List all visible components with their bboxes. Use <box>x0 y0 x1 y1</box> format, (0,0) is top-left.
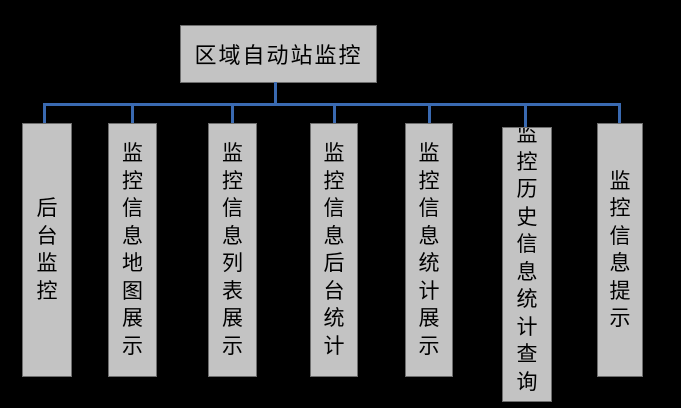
node-label: 监控信息统计展示 <box>418 141 440 358</box>
connector-drop-4 <box>333 103 336 124</box>
node-root: 区域自动站监控 <box>180 25 377 83</box>
node-label: 监控历史信息统计查询 <box>516 127 538 394</box>
node-backend-monitoring: 后台监控 <box>22 123 72 377</box>
node-label: 监控信息地图展示 <box>121 141 143 358</box>
connector-drop-6 <box>524 103 527 128</box>
node-backend-statistics: 监控信息后台统计 <box>310 123 358 377</box>
node-label: 后台监控 <box>36 196 58 303</box>
node-label: 监控信息列表展示 <box>221 141 243 358</box>
node-label: 监控信息提示 <box>609 168 631 331</box>
connector-horizontal <box>44 103 621 106</box>
connector-drop-7 <box>618 103 621 124</box>
connector-drop-1 <box>43 103 46 124</box>
node-list-display: 监控信息列表展示 <box>208 123 257 377</box>
connector-drop-3 <box>231 103 234 124</box>
node-map-display: 监控信息地图展示 <box>108 123 157 377</box>
node-root-label: 区域自动站监控 <box>194 43 363 68</box>
node-info-prompt: 监控信息提示 <box>597 123 643 377</box>
node-history-statistics-query: 监控历史信息统计查询 <box>502 127 552 402</box>
connector-drop-5 <box>428 103 431 124</box>
connector-drop-2 <box>131 103 134 124</box>
connector-stem <box>274 82 277 104</box>
node-statistics-display: 监控信息统计展示 <box>405 123 453 377</box>
node-label: 监控信息后台统计 <box>323 141 345 358</box>
